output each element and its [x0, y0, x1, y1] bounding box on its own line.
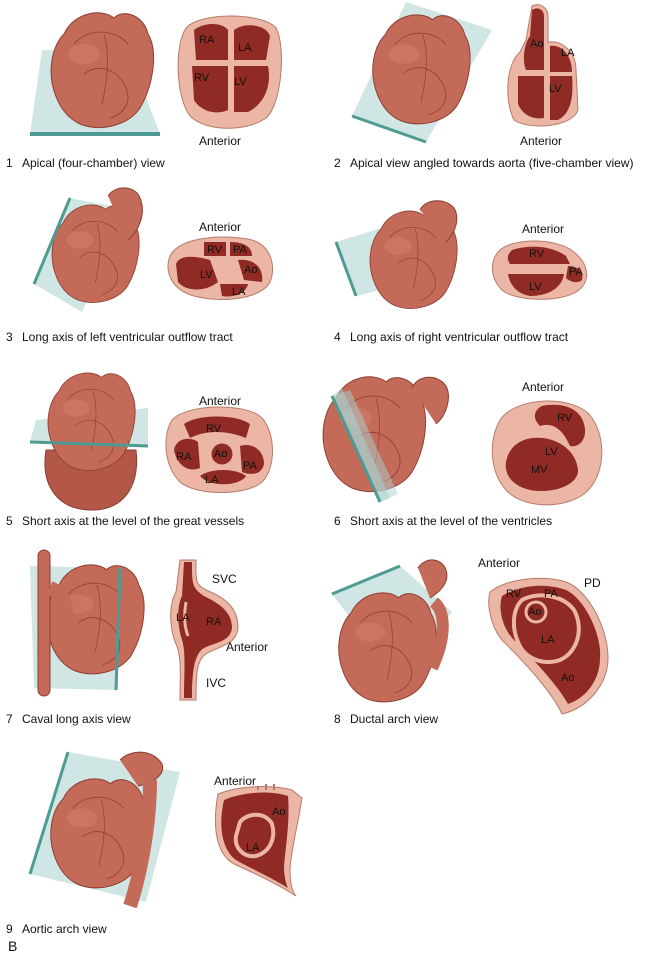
panel-6: Anterior RV LV MV 6 Short axis at the lev… [322, 368, 646, 538]
panel-1-number: 1 [6, 156, 13, 170]
panel-6-caption: 6 Short axis at the level of the ventricl… [334, 514, 552, 528]
panel-4-label-lv: LV [529, 281, 542, 293]
panel-5: Anterior RV RA Ao PA LA 5 Short axis at t… [0, 368, 320, 538]
panel-1: RA LA RV LV Anterior 1 Apical (four-chamb… [0, 0, 320, 170]
panel-6-label-mv: MV [531, 464, 548, 476]
panel-2-label-lv: LV [549, 83, 562, 95]
panel-5-label-rv: RV [206, 423, 222, 435]
panel-4-anterior: Anterior [522, 222, 565, 236]
panel-6-caption-text: Short axis at the level of the ventricle… [350, 514, 553, 528]
panel-8-label-ao-inner: Ao [528, 606, 542, 618]
panel-4-label-pa: PA [569, 266, 583, 278]
panel-7-illustration [30, 549, 239, 701]
panel-3-caption-text: Long axis of left ventricular outflow tr… [22, 330, 233, 344]
panel-1-label-rv: RV [194, 72, 210, 84]
panel-8-label-la: LA [541, 634, 555, 646]
panel-8-number: 8 [334, 712, 341, 726]
panel-4-illustration [334, 200, 587, 309]
panel-8-label-pd: PD [584, 576, 601, 590]
panel-4-caption: 4 Long axis of right ventricular outflow … [334, 330, 568, 344]
panel-3-label-la: LA [232, 286, 246, 298]
panel-3-label-lv: LV [200, 269, 213, 281]
panel-1-label-ra: RA [199, 34, 215, 46]
panel-4-caption-text: Long axis of right ventricular outflow t… [350, 330, 569, 344]
panel-9-anterior: Anterior [214, 774, 257, 788]
panel-8-caption-text: Ductal arch view [350, 712, 439, 726]
panel-3-number: 3 [6, 330, 13, 344]
panel-1-label-lv: LV [234, 76, 247, 88]
panel-2: Ao LA LV Anterior 2 Apical view angled to… [326, 0, 646, 170]
panel-1-anterior: Anterior [199, 134, 242, 148]
panel-1-caption: 1 Apical (four-chamber) view [6, 156, 165, 170]
panel-8-illustration [331, 559, 609, 715]
panel-3-label-ao: Ao [244, 264, 258, 276]
panel-9-caption-text: Aortic arch view [22, 922, 107, 936]
panel-3-caption: 3 Long axis of left ventricular outflow t… [6, 330, 233, 344]
panel-9-illustration [28, 751, 303, 909]
panel-8-anterior: Anterior [478, 556, 521, 570]
panel-2-illustration [351, 2, 579, 144]
panel-6-label-lv: LV [545, 446, 558, 458]
panel-5-illustration [29, 372, 273, 511]
panel-9: Anterior Ao LA 9 Aortic arch view [0, 746, 320, 936]
panel-7-caption-text: Caval long axis view [22, 712, 131, 726]
panel-5-label-pa: PA [243, 460, 257, 472]
panel-6-anterior: Anterior [522, 380, 565, 394]
panel-5-caption: 5 Short axis at the level of the great ve… [6, 514, 244, 528]
panel-1-illustration [30, 12, 282, 136]
panel-5-label-ao: Ao [214, 448, 228, 460]
panel-3-anterior: Anterior [199, 220, 242, 234]
panel-5-caption-text: Short axis at the level of the great ves… [22, 514, 245, 528]
panel-9-number: 9 [6, 922, 13, 936]
panel-9-caption: 9 Aortic arch view [6, 922, 107, 936]
panel-8-label-pa: PA [544, 588, 558, 600]
panel-6-illustration [322, 376, 603, 506]
panel-7-anterior: Anterior [226, 640, 269, 654]
panel-9-label-la: LA [246, 842, 260, 854]
panel-5-label-ra: RA [176, 451, 192, 463]
panel-2-anterior: Anterior [520, 134, 563, 148]
panel-6-number: 6 [334, 514, 341, 528]
panel-1-label-la: LA [238, 42, 252, 54]
panel-7-number: 7 [6, 712, 13, 726]
panel-3-label-rv: RV [207, 244, 223, 256]
panel-8: Anterior PD RV PA Ao LA Ao 8 Ductal arch … [326, 548, 646, 726]
figure-letter: B [8, 938, 18, 954]
panel-2-caption-text: Apical view angled towards aorta (five-c… [350, 156, 634, 170]
panel-4-label-rv: RV [529, 248, 545, 260]
panel-4: Anterior RV PA LV 4 Long axis of right ve… [326, 184, 646, 354]
panel-2-caption: 2 Apical view angled towards aorta (five-… [334, 156, 633, 170]
panel-2-label-ao: Ao [530, 38, 544, 50]
panel-5-label-la: LA [205, 474, 219, 486]
panel-8-label-ao-outer: Ao [561, 672, 575, 684]
panel-8-label-rv: RV [506, 588, 522, 600]
panel-8-caption: 8 Ductal arch view [334, 712, 438, 726]
panel-7: SVC LA RA Anterior IVC 7 Caval long axis … [0, 548, 320, 726]
panel-7-label-ivc: IVC [206, 676, 227, 690]
panel-5-anterior: Anterior [199, 394, 242, 408]
panel-7-label-svc: SVC [212, 572, 237, 586]
panel-5-number: 5 [6, 514, 13, 528]
panel-6-label-rv: RV [557, 412, 573, 424]
panel-3: Anterior RV PA Ao LV LA 3 Long axis of le… [0, 184, 320, 354]
panel-7-caption: 7 Caval long axis view [6, 712, 131, 726]
panel-9-label-ao: Ao [272, 806, 286, 818]
panel-4-number: 4 [334, 330, 341, 344]
panel-2-number: 2 [334, 156, 341, 170]
panel-7-label-ra: RA [206, 616, 222, 628]
panel-3-illustration [32, 187, 274, 312]
panel-3-label-pa: PA [233, 244, 247, 256]
panel-1-caption-text: Apical (four-chamber) view [22, 156, 165, 170]
panel-2-label-la: LA [561, 47, 575, 59]
panel-7-label-la: LA [176, 612, 190, 624]
